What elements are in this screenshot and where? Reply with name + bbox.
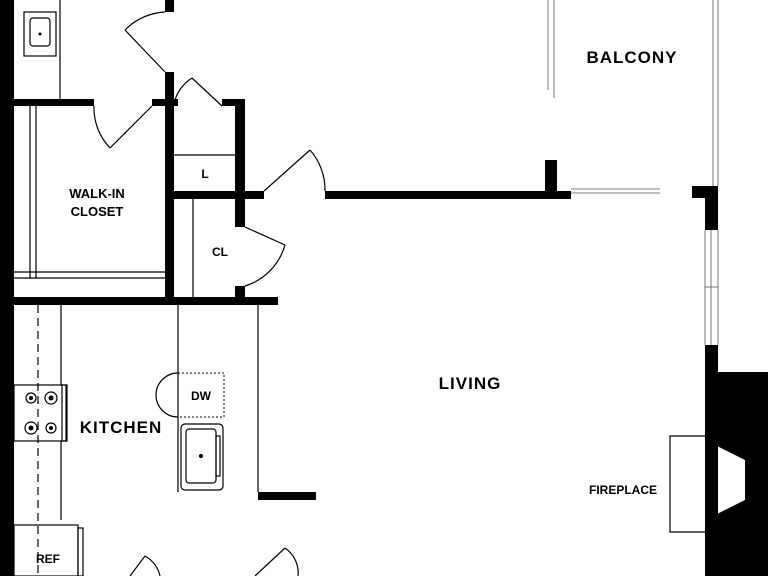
labels: BALCONY WALK-IN CLOSET L CL LIVING KITCH… — [36, 48, 677, 566]
partitions — [14, 0, 719, 576]
walk-in-closet-label-line2: CLOSET — [71, 204, 124, 219]
living-top-wall — [325, 191, 571, 199]
balcony-wall-stub — [545, 160, 557, 195]
balcony-label: BALCONY — [586, 48, 677, 67]
left-exterior-wall — [0, 0, 14, 576]
top-wall-stub — [165, 0, 174, 12]
refrigerator-label: REF — [36, 552, 60, 566]
linen-wall — [235, 99, 245, 227]
dishwasher-label: DW — [191, 389, 212, 403]
closet-label: CL — [212, 245, 228, 259]
linen-top-wall — [222, 99, 245, 106]
stove — [13, 384, 68, 442]
fireplace-label: FIREPLACE — [589, 483, 657, 497]
bathroom-sink — [23, 11, 57, 57]
kitchen-label: KITCHEN — [80, 418, 163, 437]
linen-closet-label: L — [201, 167, 208, 181]
right-wall-column — [705, 186, 718, 230]
closet-right-wall — [165, 72, 174, 300]
kitchen-top-wall — [14, 297, 278, 305]
doors — [93, 11, 326, 576]
cl-bottom-stub — [235, 286, 245, 300]
kitchen-sink — [180, 423, 224, 491]
kitchen-bottom-wall — [258, 492, 316, 500]
living-label: LIVING — [439, 374, 502, 393]
fireplace-mass — [705, 372, 768, 576]
bath-closet-wall — [14, 99, 94, 106]
refrigerator — [13, 524, 84, 576]
dishwasher — [155, 372, 225, 418]
linen-bottom-wall — [174, 191, 264, 199]
walk-in-closet-label-line1: WALK-IN — [69, 186, 125, 201]
